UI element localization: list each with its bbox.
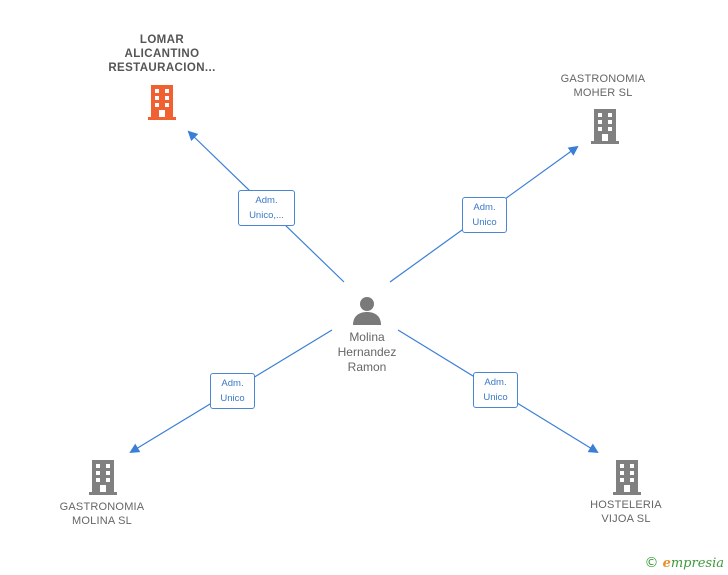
building-icon[interactable] [589, 108, 621, 144]
copyright-icon: © [644, 555, 659, 571]
person-icon[interactable] [351, 294, 383, 326]
company-label-vijoa[interactable]: HOSTELERIA VIJOA SL [590, 499, 662, 525]
company-label-molina[interactable]: GASTRONOMIA MOLINA SL [59, 501, 145, 527]
edge-label-lomar: Adm. Unico,... [238, 190, 295, 226]
edge-label-vijoa: Adm. Unico [473, 372, 518, 408]
empresia-logo[interactable]: © empresia [644, 555, 724, 571]
edge-label-molina: Adm. Unico [210, 373, 255, 409]
building-icon[interactable] [611, 459, 643, 495]
building-icon[interactable] [87, 459, 119, 495]
person-label[interactable]: Molina Hernandez Ramon [337, 330, 397, 374]
company-label-moher[interactable]: GASTRONOMIA MOHER SL [560, 73, 646, 99]
company-label-lomar[interactable]: LOMAR ALICANTINO RESTAURACION... [108, 34, 216, 74]
building-icon[interactable] [146, 84, 178, 120]
edge-label-moher: Adm. Unico [462, 197, 507, 233]
